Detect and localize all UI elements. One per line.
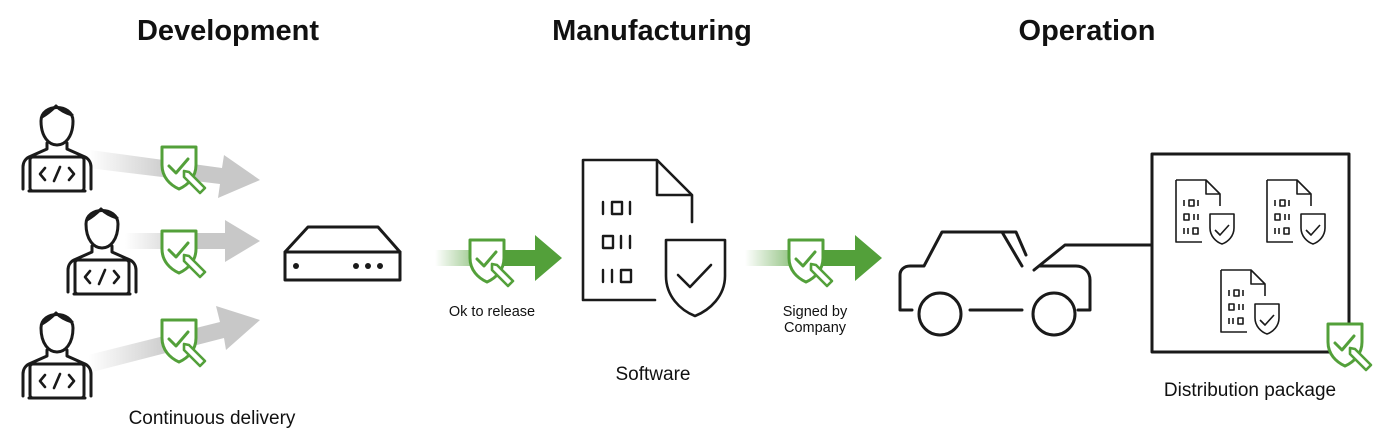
label-software: Software bbox=[616, 364, 691, 385]
software-document-icon bbox=[581, 158, 727, 318]
signed-document-icon bbox=[1266, 179, 1326, 245]
signature-shield-icon bbox=[1326, 322, 1373, 372]
signed-document-icon bbox=[1220, 269, 1280, 335]
label-company: Company bbox=[784, 320, 847, 336]
car-icon bbox=[898, 230, 1154, 337]
label-distribution-package: Distribution package bbox=[1164, 380, 1336, 401]
stage-title-development: Development bbox=[137, 15, 319, 47]
stage-title-operation: Operation bbox=[1019, 15, 1156, 47]
developer-icon bbox=[21, 311, 93, 400]
developer-icon bbox=[66, 207, 138, 296]
label-signed-by: Signed by bbox=[783, 304, 848, 320]
label-continuous-delivery: Continuous delivery bbox=[129, 408, 296, 429]
stage-title-manufacturing: Manufacturing bbox=[552, 15, 752, 47]
developer-icon bbox=[21, 104, 93, 193]
signed-document-icon bbox=[1175, 179, 1235, 245]
server-icon bbox=[283, 225, 402, 282]
label-ok-to-release: Ok to release bbox=[449, 304, 535, 320]
distribution-package-box bbox=[1150, 152, 1351, 354]
